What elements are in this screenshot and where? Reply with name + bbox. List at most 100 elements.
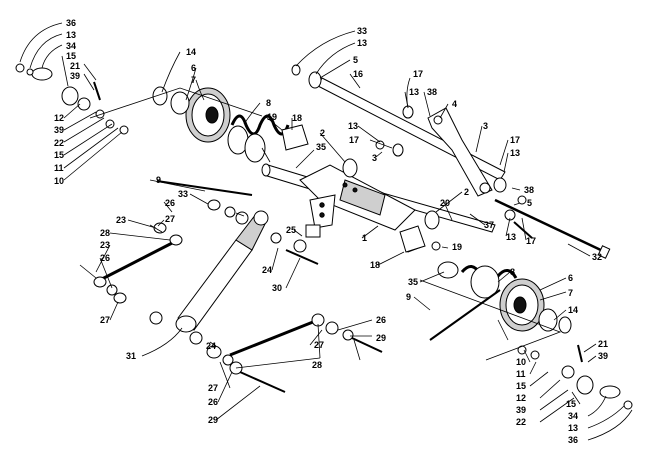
callout-8b: 8 [510, 267, 515, 277]
callout-13d: 13 [348, 121, 358, 131]
callout-12a: 12 [54, 113, 64, 123]
callout-26d: 26 [376, 315, 386, 325]
bolt-32 [494, 198, 611, 259]
shock-31 [175, 210, 269, 333]
callout-22b: 22 [516, 417, 526, 427]
callout-20a: 20 [440, 198, 450, 208]
callout-19b: 19 [452, 242, 462, 252]
callout-11a: 11 [54, 163, 64, 173]
callout-26a: 26 [165, 198, 175, 208]
callout-18a: 18 [292, 113, 302, 123]
callout-10b: 10 [516, 357, 526, 367]
callout-29b: 29 [376, 333, 386, 343]
callout-26b: 26 [100, 253, 110, 263]
callout-18b: 18 [370, 260, 380, 270]
callout-23b: 23 [100, 240, 110, 250]
wheel-upper-left [152, 86, 231, 143]
callout-39c: 39 [516, 405, 526, 415]
callout-10a: 10 [54, 176, 64, 186]
callout-13e: 13 [510, 148, 520, 158]
callout-33b: 33 [357, 26, 367, 36]
plate-18-upper [281, 124, 309, 151]
callout-25a: 25 [286, 225, 296, 235]
callout-21b: 21 [598, 339, 608, 349]
link-28-lower [229, 318, 319, 357]
callout-15c: 15 [516, 381, 526, 391]
callout-22a: 22 [54, 138, 64, 148]
callout-15b: 15 [54, 150, 64, 160]
callout-7a: 7 [191, 75, 196, 85]
frame-arm-1 [299, 164, 416, 231]
spring-35-right [437, 261, 518, 299]
callout-9a: 9 [156, 175, 161, 185]
callout-4a: 4 [452, 99, 457, 109]
callout-32a: 32 [592, 252, 602, 262]
callout-24b: 24 [206, 341, 216, 351]
wheel-lower-right [499, 278, 572, 334]
callout-17d: 17 [526, 236, 536, 246]
end-cap-right-bottom [517, 344, 633, 410]
callout-36b: 36 [568, 435, 578, 445]
callout-17b: 17 [349, 135, 359, 145]
callout-27d: 27 [314, 340, 324, 350]
callout-29a: 29 [208, 415, 218, 425]
callout-6a: 6 [191, 63, 196, 73]
callout-35b: 35 [408, 277, 418, 287]
callout-13g: 13 [568, 423, 578, 433]
callout-8a: 8 [266, 98, 271, 108]
callout-21a: 21 [70, 61, 80, 71]
callout-17a: 17 [413, 69, 423, 79]
callout-34a: 34 [66, 41, 76, 51]
callout-19a: 19 [267, 112, 277, 122]
callout-13b: 13 [357, 38, 367, 48]
callout-labels: 36 13 34 15 21 39 12 39 22 15 11 10 14 6… [54, 18, 608, 445]
callout-39d: 39 [598, 351, 608, 361]
callout-37a: 37 [484, 220, 494, 230]
callout-23a: 23 [116, 215, 126, 225]
callout-26c: 26 [208, 397, 218, 407]
callout-15d: 15 [566, 399, 576, 409]
callout-2a: 2 [320, 128, 325, 138]
callout-14b: 14 [568, 305, 578, 315]
callout-11b: 11 [516, 369, 526, 379]
callout-13c: 13 [409, 87, 419, 97]
callout-15a: 15 [66, 51, 76, 61]
callout-39a: 39 [70, 71, 80, 81]
callout-6b: 6 [568, 273, 573, 283]
callout-30a: 30 [272, 283, 282, 293]
callout-13f: 13 [506, 232, 516, 242]
callout-16a: 16 [353, 69, 363, 79]
spring-8-left [227, 114, 290, 163]
callout-14a: 14 [186, 47, 196, 57]
callout-38b: 38 [524, 185, 534, 195]
rod-9-left [156, 180, 253, 196]
callout-1a: 1 [362, 233, 367, 243]
callout-31a: 31 [126, 351, 136, 361]
callout-27c: 27 [208, 383, 218, 393]
callout-5a: 5 [353, 55, 358, 65]
callout-17c: 17 [510, 135, 520, 145]
callout-28b: 28 [312, 360, 322, 370]
callout-27b: 27 [100, 315, 110, 325]
callout-12b: 12 [516, 393, 526, 403]
callout-35a: 35 [316, 142, 326, 152]
plate-18-lower [399, 225, 426, 253]
callout-2b: 2 [464, 187, 469, 197]
link-28-upper [99, 238, 179, 282]
leader-lines [19, 22, 633, 441]
callout-3b: 3 [483, 121, 488, 131]
callout-9b: 9 [406, 292, 411, 302]
callout-39b: 39 [54, 125, 64, 135]
callout-7b: 7 [568, 288, 573, 298]
bolts [239, 221, 533, 393]
callout-36a: 36 [66, 18, 76, 28]
rod-9-right [429, 289, 501, 341]
callout-33a: 33 [178, 189, 188, 199]
callout-34b: 34 [568, 411, 578, 421]
callout-24a: 24 [262, 265, 272, 275]
callout-28a: 28 [100, 228, 110, 238]
callout-38a: 38 [427, 87, 437, 97]
callout-5b: 5 [527, 198, 532, 208]
